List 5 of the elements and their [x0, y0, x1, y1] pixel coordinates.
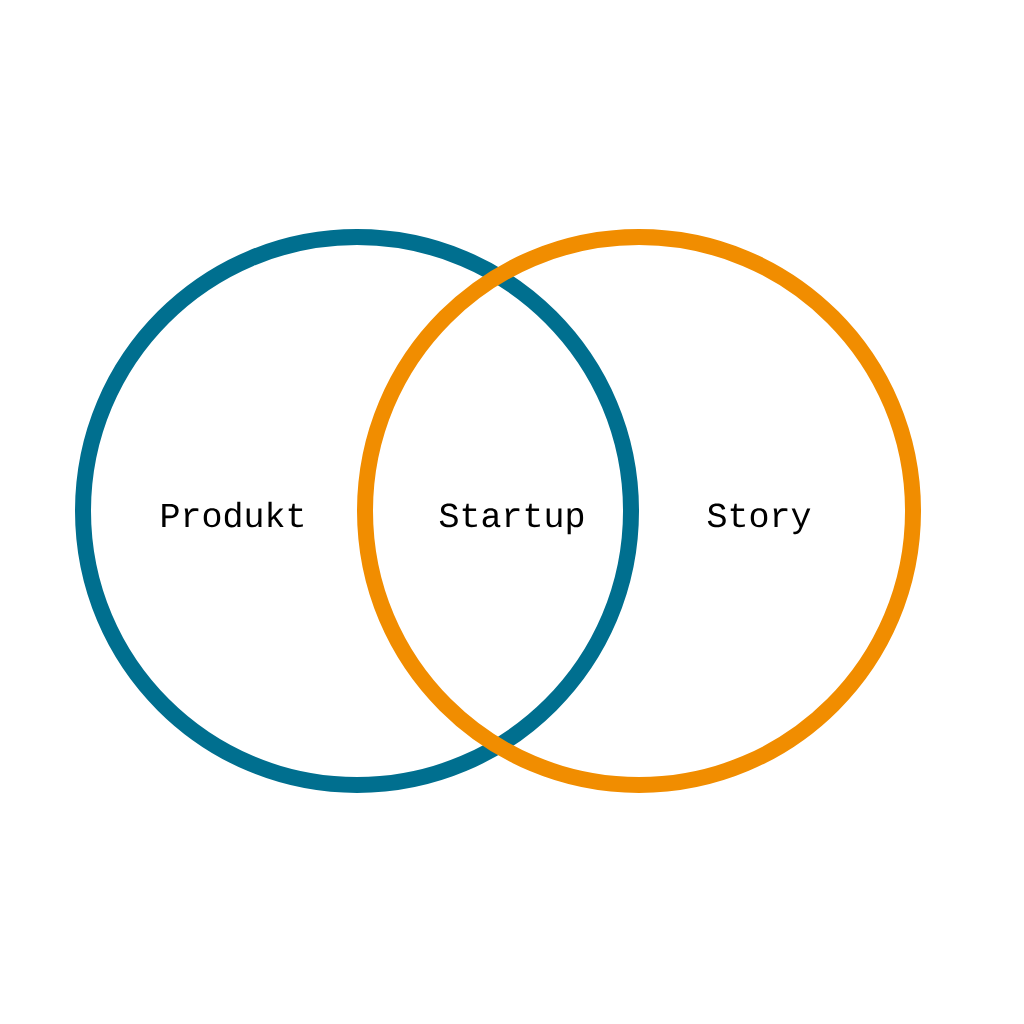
set-label: Produkt — [162, 501, 303, 528]
venn-circle — [357, 229, 921, 793]
overlap-label: Startup — [439, 503, 584, 535]
set-label: Story — [707, 503, 811, 535]
venn-circle — [75, 229, 639, 793]
